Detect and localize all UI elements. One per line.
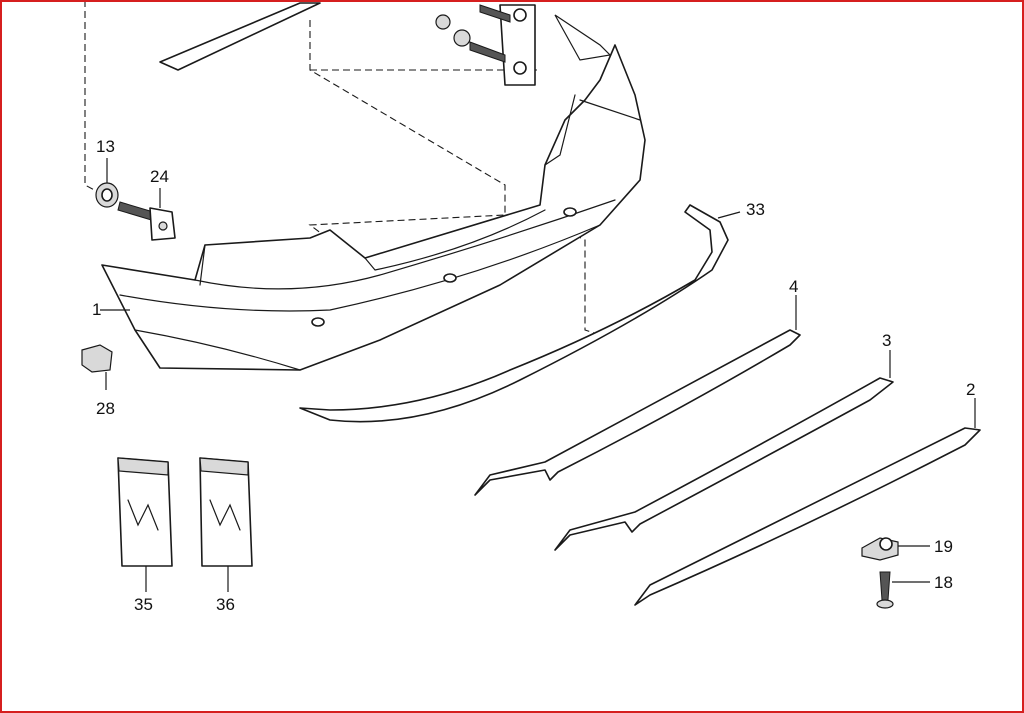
- callout-labels: 1 2 3 4 13 18 19 24 28 33 35 36: [92, 137, 975, 614]
- part-13-nut: [95, 182, 119, 208]
- callout-36: 36: [216, 595, 235, 614]
- part-33-lower-trim: [299, 204, 729, 423]
- mounting-bracket: [435, 4, 536, 86]
- callout-35: 35: [134, 595, 153, 614]
- part-36-bag: [199, 457, 253, 567]
- part-3-trim-strip: [554, 377, 894, 551]
- callout-3: 3: [882, 331, 891, 350]
- part-4-trim-strip: [474, 329, 801, 496]
- callout-19: 19: [934, 537, 953, 556]
- callout-24: 24: [150, 167, 169, 186]
- upper-trim-strip: [159, 2, 321, 71]
- callout-33: 33: [746, 200, 765, 219]
- callout-18: 18: [934, 573, 953, 592]
- callout-1: 1: [92, 300, 101, 319]
- part-18-screw: [876, 571, 894, 609]
- part-35-bag: [117, 457, 173, 567]
- callout-28: 28: [96, 399, 115, 418]
- part-19-clip-nut: [861, 537, 899, 561]
- part-2-trim-strip: [634, 427, 981, 606]
- bumper-cover: [101, 14, 646, 371]
- callout-13: 13: [96, 137, 115, 156]
- callout-2: 2: [966, 380, 975, 399]
- leader-lines: [100, 158, 976, 592]
- part-28-clip: [81, 344, 113, 373]
- callout-4: 4: [789, 277, 798, 296]
- part-24-bolt: [117, 201, 176, 241]
